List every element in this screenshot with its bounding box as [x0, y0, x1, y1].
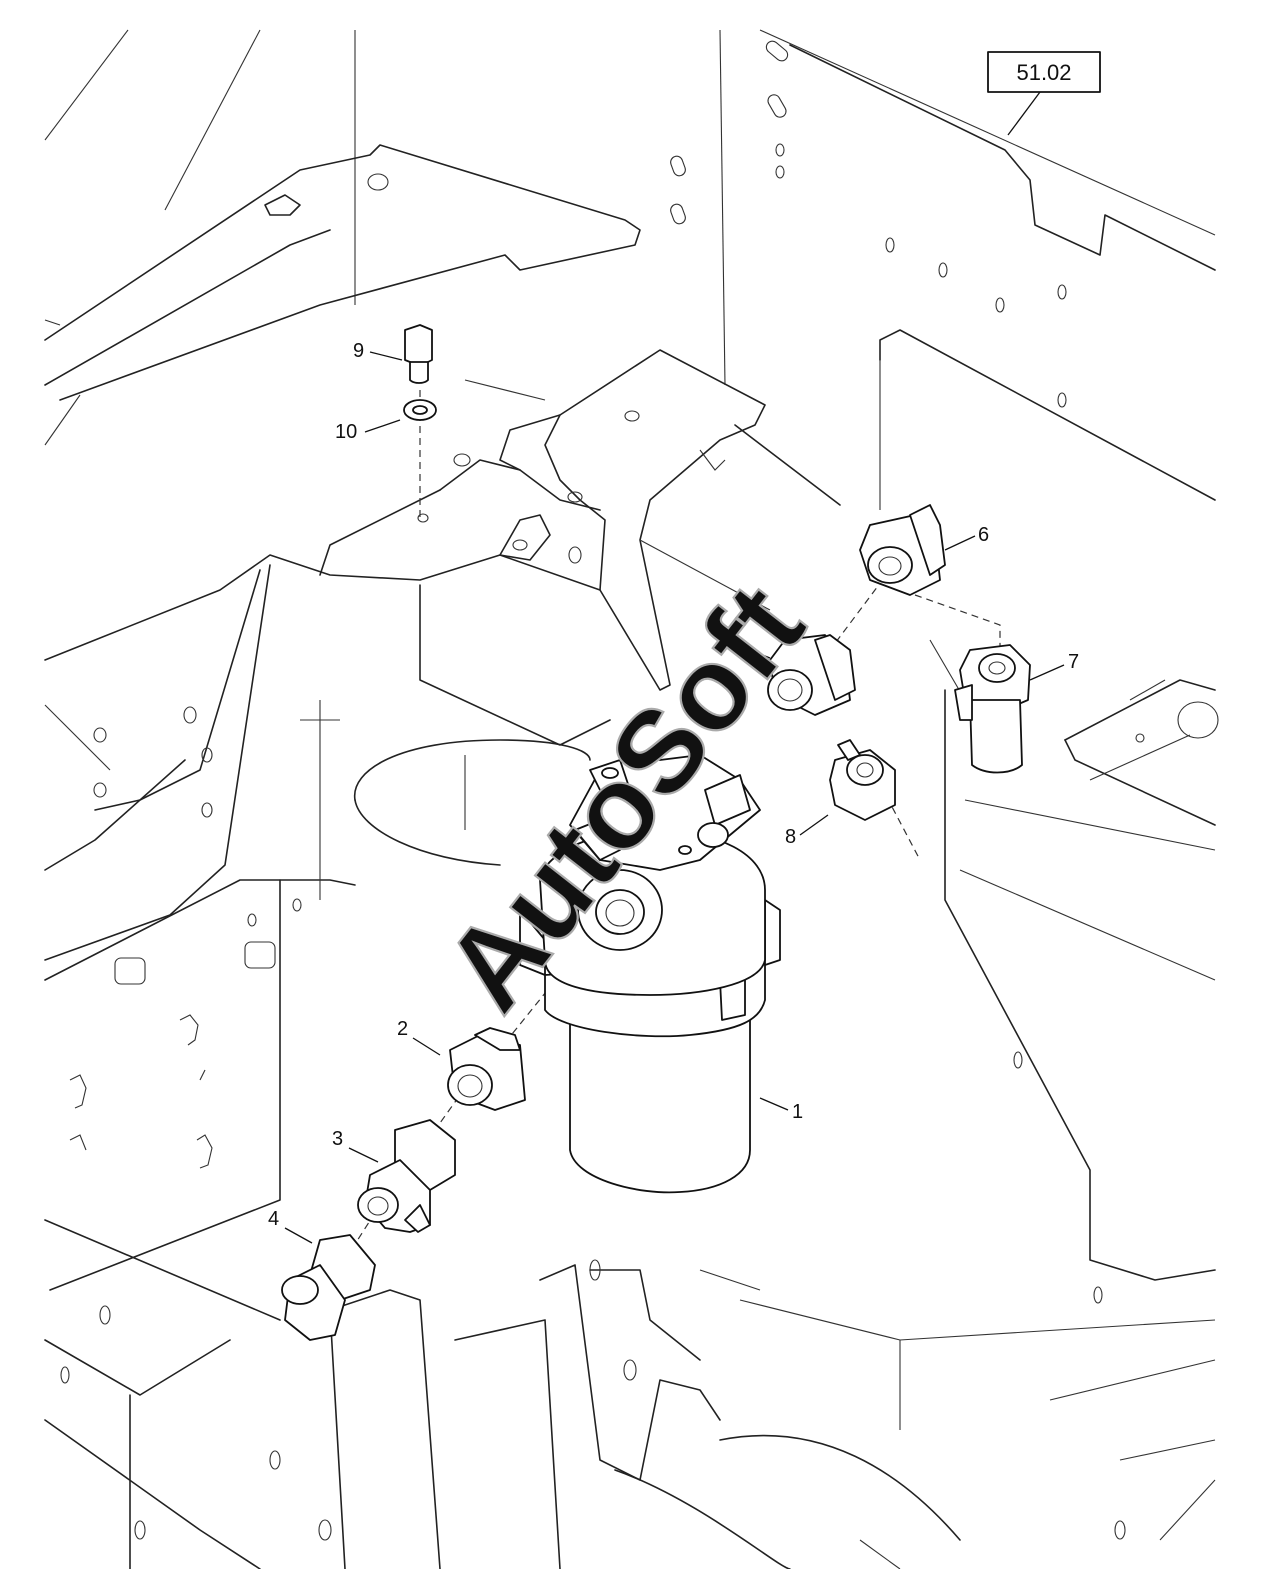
callout-3: 3 — [332, 1128, 343, 1150]
callout-1: 1 — [792, 1101, 803, 1123]
plug-part-8 — [829, 739, 896, 821]
callout-4: 4 — [268, 1208, 279, 1230]
callout-5: 5 — [723, 625, 734, 647]
reference-label: 51.02 — [1016, 60, 1071, 85]
elbow-fitting-part-3 — [357, 1119, 456, 1233]
callout-10: 10 — [335, 421, 357, 443]
callout-2: 2 — [397, 1018, 408, 1040]
adapter-part-2 — [447, 1027, 526, 1111]
adapter-part-5 — [767, 634, 856, 716]
callout-8: 8 — [785, 826, 796, 848]
elbow-fitting-part-6 — [859, 504, 946, 596]
callout-9: 9 — [353, 340, 364, 362]
chassis-frame — [44, 29, 1219, 1569]
callout-6: 6 — [978, 524, 989, 546]
reference-box: 51.02 — [987, 51, 1101, 136]
bolt-part-9 — [404, 324, 433, 384]
callouts: 1 2 3 4 5 6 7 8 9 10 — [268, 340, 1079, 1244]
connector-part-4 — [281, 1234, 376, 1341]
filter-housing-part-1 — [519, 754, 781, 1194]
fitting-part-7 — [954, 644, 1031, 774]
washer-part-10 — [403, 399, 437, 421]
callout-7: 7 — [1068, 651, 1079, 673]
